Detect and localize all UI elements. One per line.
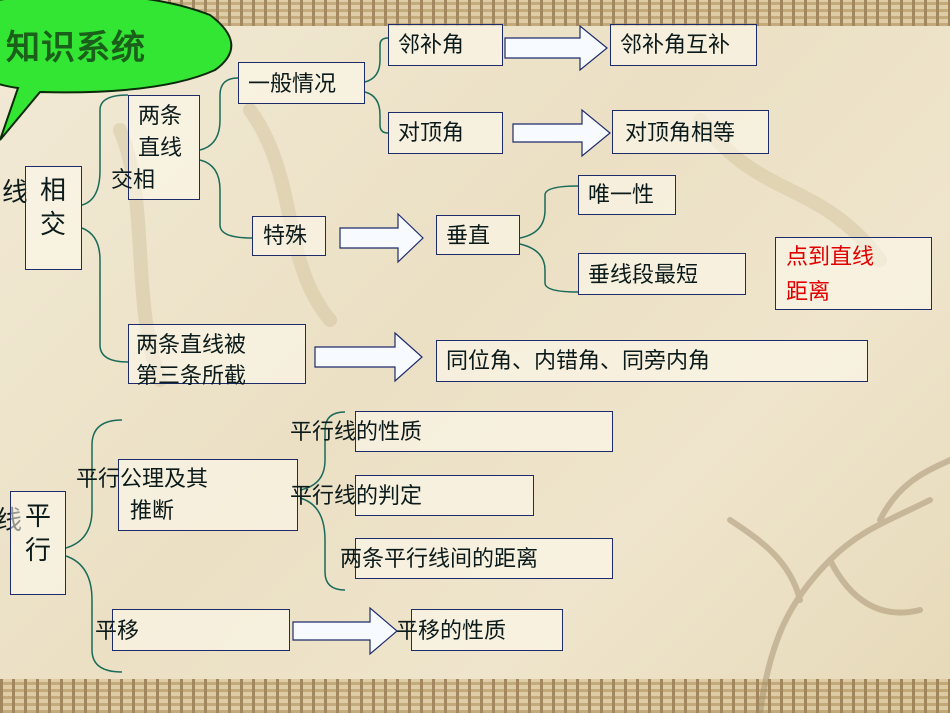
angle-types-box bbox=[436, 340, 868, 382]
decorative-border-bottom bbox=[0, 679, 950, 713]
title-bubble bbox=[0, 0, 233, 141]
perpendicular-label: 垂直 bbox=[446, 224, 491, 249]
axiom-line-1: 平行公理及其 bbox=[76, 467, 209, 492]
transversal-line-2: 第三条所截 bbox=[136, 364, 247, 389]
translation-box bbox=[112, 609, 290, 651]
vertical-equal-label: 对顶角相等 bbox=[625, 121, 736, 146]
vertical-angle-label: 对顶角 bbox=[398, 121, 465, 146]
axiom-line-2: 推断 bbox=[130, 499, 175, 524]
axiom-box bbox=[118, 459, 298, 531]
two-lines-line-2: 直线 bbox=[138, 136, 183, 161]
adjacent-complement-box bbox=[610, 24, 757, 66]
parallel-char-1: 平 bbox=[25, 502, 52, 532]
intersect-prefix: 线 bbox=[2, 178, 29, 208]
adjacent-complement-label: 邻补角互补 bbox=[620, 33, 731, 58]
angle-types-label: 同位角、内错角、同旁内角 bbox=[446, 349, 711, 374]
translation-property-box bbox=[411, 609, 563, 651]
adjacent-angle-box bbox=[388, 24, 503, 66]
vertical-equal-box bbox=[612, 110, 769, 154]
uniqueness-label: 唯一性 bbox=[588, 183, 655, 208]
general-case-box bbox=[238, 62, 365, 104]
vertical-angle-box bbox=[388, 112, 503, 154]
parallel-property-label: 平行线的性质 bbox=[290, 420, 423, 445]
distance-line-1: 点到直线 bbox=[786, 245, 875, 270]
two-lines-line-3: 交相 bbox=[111, 168, 156, 193]
parallel-criteria-label: 平行线的判定 bbox=[290, 484, 423, 509]
shortest-segment-label: 垂线段最短 bbox=[588, 263, 699, 288]
translation-property-label: 平移的性质 bbox=[396, 619, 507, 644]
intersect-char-1: 相 bbox=[40, 176, 67, 206]
two-lines-line-1: 两条 bbox=[138, 104, 183, 129]
parallel-property-box bbox=[355, 411, 613, 452]
intersect-box bbox=[25, 166, 82, 270]
general-case-label: 一般情况 bbox=[248, 72, 337, 97]
special-box bbox=[252, 216, 326, 256]
translation-label: 平移 bbox=[95, 619, 140, 644]
special-label: 特殊 bbox=[263, 224, 308, 249]
transversal-box bbox=[128, 324, 306, 384]
two-lines-box bbox=[128, 95, 200, 200]
parallel-char-2: 行 bbox=[25, 536, 52, 566]
parallel-criteria-box bbox=[355, 475, 534, 516]
parallel-distance-box bbox=[355, 538, 613, 579]
distance-line-2: 距离 bbox=[786, 280, 831, 305]
adjacent-angle-label: 邻补角 bbox=[398, 33, 465, 58]
transversal-line-1: 两条直线被 bbox=[136, 333, 247, 358]
page-title: 知识系统 bbox=[6, 28, 146, 68]
parallel-distance-label: 两条平行线间的距离 bbox=[340, 547, 539, 572]
distance-box bbox=[775, 237, 932, 310]
parallel-box bbox=[10, 491, 66, 595]
uniqueness-box bbox=[578, 175, 676, 215]
perpendicular-box bbox=[436, 215, 520, 255]
shortest-segment-box bbox=[578, 253, 746, 295]
intersect-char-2: 交 bbox=[40, 210, 67, 240]
